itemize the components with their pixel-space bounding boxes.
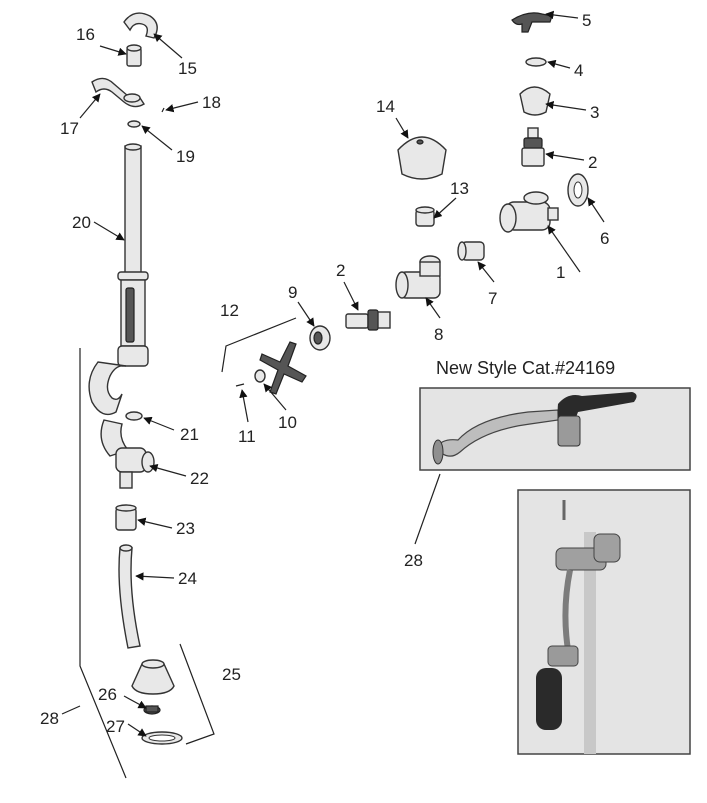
callout-28-inset: 28 <box>404 551 423 570</box>
callout-2-center: 2 <box>336 261 345 280</box>
part-16-nipple <box>126 44 142 67</box>
callout-14: 14 <box>376 97 395 116</box>
part-14-vacuum-breaker-cap <box>397 136 447 180</box>
part-3-handle-base <box>519 86 551 116</box>
part-6-flange <box>567 173 589 207</box>
callout-19: 19 <box>176 147 195 166</box>
callout-10: 10 <box>278 413 297 432</box>
callout-6: 6 <box>600 229 609 248</box>
part-2-cartridge-left <box>345 309 391 331</box>
part-12-handle-group <box>221 317 307 395</box>
callout-22: 22 <box>190 469 209 488</box>
part-19-washer <box>127 120 141 128</box>
callout-24: 24 <box>178 569 197 588</box>
part-1-valve-body <box>499 191 559 233</box>
callout-18: 18 <box>202 93 221 112</box>
part-9-index-button <box>309 325 331 351</box>
part-10-washer <box>254 369 266 383</box>
part-11-screw <box>235 383 245 387</box>
inset-caption: New Style Cat.#24169 <box>436 358 615 378</box>
part-13-nipple <box>415 206 435 227</box>
callout-28-left: 28 <box>40 709 59 728</box>
callout-15: 15 <box>178 59 197 78</box>
callout-11: 11 <box>238 427 256 446</box>
part-23-coupling <box>115 504 137 531</box>
callout-4: 4 <box>574 61 583 80</box>
inset-photo-installed <box>517 489 691 755</box>
callout-25: 25 <box>222 665 241 684</box>
part-21-washer <box>125 411 143 421</box>
callout-23: 23 <box>176 519 195 538</box>
part-27-gasket <box>141 731 183 745</box>
callout-2: 2 <box>588 153 597 172</box>
part-25-spray-valve <box>131 659 175 695</box>
part-7-coupling-nut <box>457 241 485 261</box>
bracket-25 <box>179 643 215 745</box>
callout-13: 13 <box>450 179 469 198</box>
callout-7: 7 <box>488 289 497 308</box>
part-4-button <box>525 57 547 67</box>
bracket-28-left <box>79 348 127 779</box>
part-5-lever-handle <box>511 12 553 33</box>
callout-8: 8 <box>434 325 443 344</box>
callout-16: 16 <box>76 25 95 44</box>
inset-photo-new-style <box>419 387 691 471</box>
callout-17: 17 <box>60 119 79 138</box>
part-15-elbow <box>123 12 158 39</box>
part-22-valve-body-with-hook <box>88 361 155 489</box>
callout-21: 21 <box>180 425 199 444</box>
callout-3: 3 <box>590 103 599 122</box>
part-8-tee-body <box>395 255 441 299</box>
callout-labels: 1 2 3 4 5 6 7 8 9 10 11 12 13 14 15 16 1… <box>40 11 609 736</box>
part-26-strainer <box>143 705 161 715</box>
callout-12: 12 <box>220 301 239 320</box>
callout-26: 26 <box>98 685 117 704</box>
callout-27: 27 <box>106 717 125 736</box>
part-17-wall-bracket <box>91 77 145 108</box>
callout-5: 5 <box>582 11 591 30</box>
part-18-screw <box>161 107 165 113</box>
callout-1: 1 <box>556 263 565 282</box>
callout-20: 20 <box>72 213 91 232</box>
part-24-flex-tube <box>118 544 141 649</box>
part-2-cartridge-right <box>521 127 545 167</box>
callout-9: 9 <box>288 283 297 302</box>
part-20-riser <box>117 143 149 367</box>
leader-lines <box>61 10 605 737</box>
